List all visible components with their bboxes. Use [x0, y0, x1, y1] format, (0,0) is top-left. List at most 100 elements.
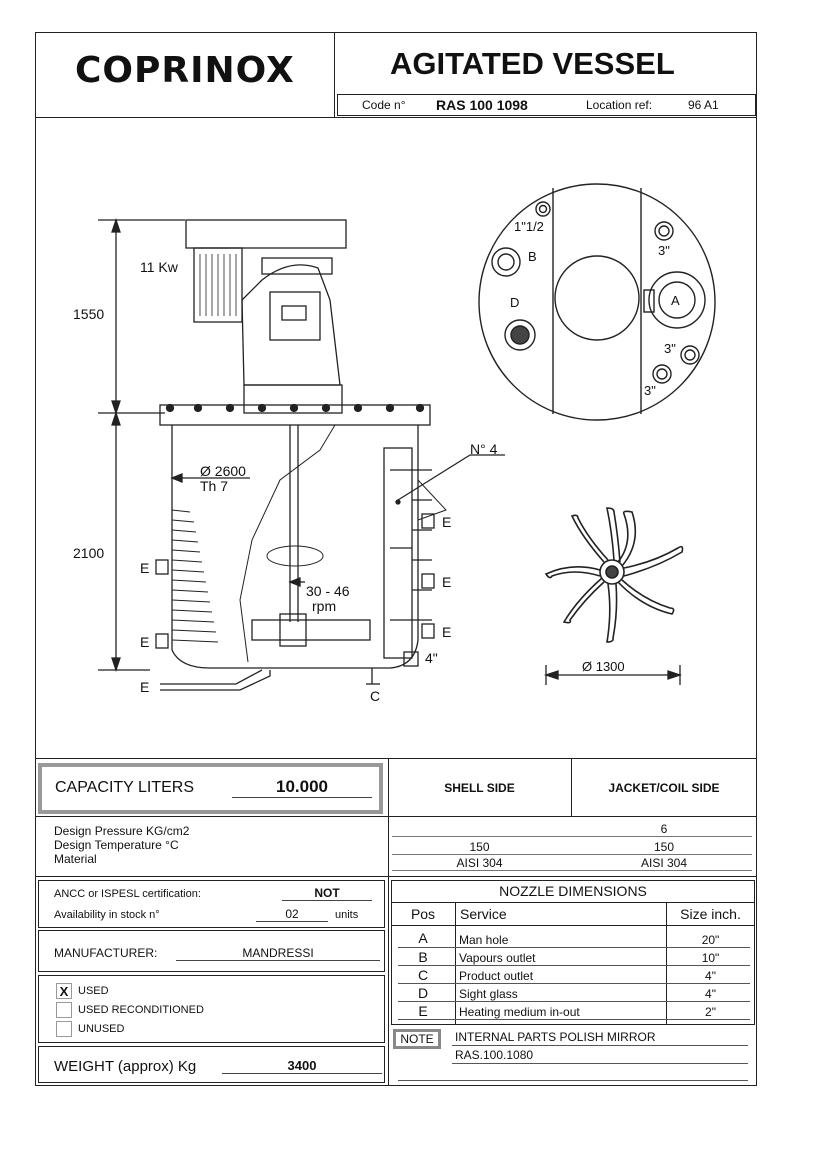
thickness-label: Th 7: [200, 478, 229, 494]
shell-temperature: 150: [469, 840, 490, 854]
nozzle-row-line: [398, 1019, 750, 1020]
nozzle-row-line: [398, 1001, 750, 1002]
weight-value: 3400: [222, 1058, 382, 1074]
jacket-pressure: 6: [660, 822, 668, 836]
nozzle-size: 20": [701, 933, 720, 947]
datasheet-frame: [35, 32, 757, 1086]
baffle: [383, 447, 413, 659]
note-line-1: INTERNAL PARTS POLISH MIRROR: [455, 1030, 656, 1044]
nozzle-service: Sight glass: [459, 987, 518, 1001]
pos-header: Pos: [410, 906, 436, 922]
nozzle-size: 2": [705, 1005, 716, 1019]
header-divider-vertical: [571, 758, 572, 816]
manufacturer-box: [38, 930, 385, 972]
nozzle-table-vline: [455, 902, 456, 1025]
speed-unit: rpm: [312, 598, 337, 614]
certification-box: [38, 880, 385, 928]
used-label: USED: [78, 985, 109, 997]
temperature-label: Design Temperature °C: [54, 838, 179, 852]
table-vertical-divider: [388, 758, 389, 1086]
weight-label: WEIGHT (approx) Kg: [54, 1058, 197, 1075]
design-row-line: [392, 870, 752, 871]
nozzle-table: [391, 880, 755, 1025]
vessel-drawing: [98, 183, 716, 691]
bottom-size-label: 4": [425, 650, 438, 666]
note-underline: [452, 1045, 748, 1046]
jacket-coils: [171, 509, 219, 643]
stock-label: Availability in stock n°: [54, 909, 160, 921]
dimension-label-bottom: 2100: [73, 545, 105, 561]
service-header: Service: [460, 906, 507, 922]
label-a: A: [671, 293, 680, 308]
location-value: 96 A1: [688, 98, 719, 112]
note-line-2: RAS.100.1080: [455, 1048, 534, 1062]
nozzle-pos: A: [418, 930, 428, 946]
nozzle-c-label: C: [370, 688, 381, 704]
table-top-divider: [35, 758, 757, 759]
nozzle-size: 4": [705, 969, 716, 983]
row-divider: [35, 816, 757, 817]
condition-box: [38, 975, 385, 1043]
manufacturer-label: MANUFACTURER:: [54, 946, 158, 960]
capacity-box: [38, 763, 383, 814]
used-checkbox[interactable]: X: [56, 983, 72, 999]
gearbox-icon: [241, 264, 341, 386]
material-label: Material: [54, 852, 97, 866]
top-size-label: 3": [664, 341, 676, 356]
code-value: RAS 100 1098: [436, 97, 528, 113]
nozzle-table-line: [391, 902, 755, 903]
motor-icon: [193, 247, 243, 323]
design-row-line: [392, 836, 752, 837]
nozzle-e-label: E: [442, 574, 452, 590]
nozzle-size: 10": [701, 951, 720, 965]
stock-value: 02: [256, 907, 328, 922]
top-size-label: 1"1/2: [514, 219, 544, 234]
document-title: AGITATED VESSEL: [390, 46, 675, 81]
label-d: D: [510, 295, 520, 310]
nozzle-service: Man hole: [459, 933, 509, 947]
unused-checkbox[interactable]: [56, 1021, 72, 1037]
nozzle-row-line: [398, 965, 750, 966]
shell-side-header: SHELL SIDE: [444, 781, 515, 795]
nozzle-e-label: E: [442, 624, 452, 640]
label-b: B: [528, 249, 537, 264]
drive-support-plate: [185, 219, 347, 249]
nozzle-row-line: [398, 983, 750, 984]
speed-label: 30 - 46: [306, 583, 350, 599]
nozzle-table-vline: [666, 902, 667, 1025]
shell-material: AISI 304: [456, 856, 503, 870]
nozzle-table-title: NOZZLE DIMENSIONS: [499, 883, 647, 899]
used-reconditioned-label: USED RECONDITIONED: [78, 1004, 204, 1016]
nozzle-e-label: E: [140, 560, 150, 576]
jacket-side-header: JACKET/COIL SIDE: [608, 781, 720, 795]
nozzle-pos: B: [418, 949, 428, 965]
top-view: [478, 183, 716, 421]
top-size-label: 3": [658, 243, 670, 258]
top-size-label: 3": [644, 383, 656, 398]
used-reconditioned-checkbox[interactable]: [56, 1002, 72, 1018]
nozzle-pos: C: [417, 967, 429, 983]
nozzle-service: Vapours outlet: [459, 951, 536, 965]
code-row: [337, 94, 756, 116]
nozzle-e-label: E: [140, 679, 150, 695]
code-label: Code n°: [362, 98, 406, 112]
nozzle-size: 4": [705, 987, 716, 1001]
capacity-value: 10.000: [232, 777, 372, 798]
header-divider: [35, 117, 757, 118]
manufacturer-value: MANDRESSI: [176, 946, 380, 961]
certification-label: ANCC or ISPESL certification:: [54, 888, 201, 900]
note-underline: [398, 1080, 748, 1081]
capacity-label: CAPACITY LITERS: [55, 779, 194, 796]
nozzle-pos: D: [417, 985, 429, 1001]
size-header: Size inch.: [680, 906, 741, 922]
motor-power-label: 11 Kw: [140, 259, 178, 275]
company-logo: COPRINOX: [75, 50, 295, 91]
header-vertical-divider: [334, 32, 335, 118]
note-underline: [452, 1063, 748, 1064]
design-row-line: [392, 854, 752, 855]
stock-unit: units: [335, 909, 359, 921]
vessel-shell: [171, 425, 419, 669]
weight-box: [38, 1046, 385, 1083]
certification-value: NOT: [282, 886, 372, 901]
baffles-label: N° 4: [470, 441, 498, 457]
